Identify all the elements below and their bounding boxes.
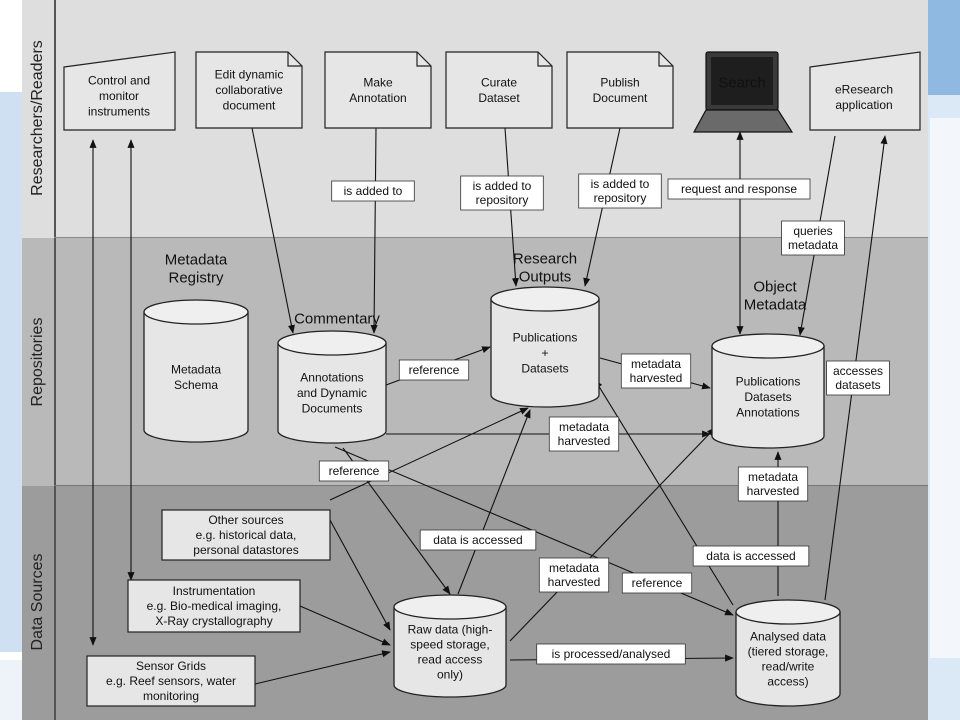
metadata-schema-top: [143, 299, 249, 325]
label-reference-3-bg: [621, 572, 693, 594]
label-is-added-to: is added to: [344, 184, 403, 198]
band-divider-bottom: [54, 485, 928, 486]
edit-document-fold: [287, 52, 302, 67]
annotations-store-body: [277, 342, 387, 444]
eresearch-app-shape: [809, 51, 921, 131]
object-metadata-store-top: [711, 333, 825, 359]
analysed-data-store-body: [735, 611, 841, 707]
slide-right-accent: [928, 0, 960, 95]
edit-document-shape: [195, 51, 303, 129]
label-metadata-harvested-2-bg: [548, 416, 620, 452]
label-data-is-accessed-2-bg: [692, 545, 810, 567]
edge-other-raw: [329, 519, 391, 631]
label-metadata-harvested-1-bg: [620, 353, 692, 389]
label-accesses-datasets-bg: [826, 360, 890, 396]
raw-data-store-label: Raw data (high-speed storage,read access…: [408, 623, 493, 682]
label-metadata-harvested-4-bg: [538, 557, 610, 593]
label-metadata-harvested-3-bg: [737, 466, 809, 502]
edge-raw-objmeta-harvest: [509, 427, 716, 642]
raw-data-store-top: [393, 594, 507, 620]
slide-right-panel: [930, 118, 960, 658]
row-label-divider: [54, 0, 56, 720]
make-annotation-shape: [324, 51, 432, 129]
edge-annotation-commentary: [370, 127, 378, 334]
curate-dataset-fold: [537, 52, 552, 67]
label-curate-added-bg: [460, 175, 544, 211]
label-publish-added-bg: [578, 173, 662, 209]
label-request-response-bg: [667, 178, 811, 200]
slide-left-decoration: [0, 92, 22, 652]
label-request-response: request and response: [681, 182, 797, 196]
label-data-is-accessed-1: data is accessed: [433, 533, 522, 547]
edge-other-outputs: [329, 407, 529, 501]
sensor-grids-shape: [86, 655, 256, 707]
label-data-is-accessed-2: data is accessed: [706, 549, 795, 563]
label-queries-metadata-bg: [781, 220, 845, 256]
edge-edit-commentary: [251, 127, 295, 334]
other-sources-shape: [161, 509, 331, 561]
label-reference-3: reference: [632, 576, 683, 590]
edge-sensor-raw: [254, 650, 391, 685]
analysed-data-store-top: [735, 599, 841, 625]
band-divider-top: [54, 237, 928, 238]
make-annotation-fold: [416, 52, 431, 67]
object-metadata-store-body: [711, 345, 825, 449]
publish-document-shape: [566, 51, 674, 129]
curate-dataset-shape: [445, 51, 553, 129]
instrumentation-shape: [127, 579, 301, 633]
edge-raw-outputs-access: [457, 409, 531, 595]
search-monitor-base: [692, 109, 794, 133]
label-is-processed-bg: [536, 643, 686, 665]
label-reference-1-bg: [398, 359, 470, 381]
commentary-title: Commentary: [294, 310, 380, 327]
label-data-is-accessed-1-bg: [419, 529, 537, 551]
label-is-added-to-bg: [331, 180, 415, 202]
publish-document-fold: [658, 52, 673, 67]
label-is-processed: is processed/analysed: [552, 647, 671, 661]
label-reference-2-bg: [318, 460, 390, 482]
search-monitor-display: [711, 57, 773, 105]
research-outputs-store-body: [490, 298, 600, 408]
control-instruments-shape: [63, 51, 176, 131]
research-outputs-store-top: [490, 286, 600, 312]
search-label: Search: [718, 74, 766, 91]
annotations-store-top: [277, 330, 387, 356]
label-reference-1: reference: [409, 363, 460, 377]
label-reference-2: reference: [329, 464, 380, 478]
raw-data-store-body: [393, 606, 507, 698]
research-outputs-store-label: Publications+Datasets: [513, 331, 578, 376]
edge-instrument-raw: [299, 605, 391, 646]
metadata-schema-body: [143, 311, 249, 443]
